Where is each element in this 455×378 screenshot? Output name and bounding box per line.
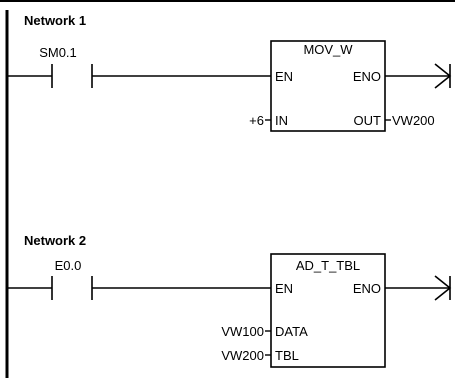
ad-t-tbl-data-value[interactable]: VW100 (221, 324, 264, 339)
mov-w-in-value[interactable]: +6 (249, 113, 264, 128)
ad-t-tbl-box-title: AD_T_TBL (296, 258, 360, 273)
mov-w-box[interactable] (270, 40, 386, 132)
mov-w-box-title: MOV_W (303, 42, 353, 57)
network-1[interactable]: Network 1 SM0.1 MOV_W EN ENO IN OUT +6 V… (7, 13, 452, 132)
network-1-title: Network 1 (24, 13, 86, 28)
network-2-output-terminator (434, 275, 452, 301)
mov-w-out-value[interactable]: VW200 (392, 113, 435, 128)
network-1-output-terminator (434, 63, 452, 89)
network-2[interactable]: Network 2 E0.0 AD_T_TBL EN ENO DATA TBL … (7, 233, 452, 368)
mov-w-en-label: EN (275, 69, 293, 84)
network-2-title: Network 2 (24, 233, 86, 248)
ad-t-tbl-data-label: DATA (275, 324, 308, 339)
contact-sm01-label: SM0.1 (39, 45, 77, 60)
mov-w-in-label: IN (275, 113, 288, 128)
ad-t-tbl-eno-label: ENO (353, 281, 381, 296)
mov-w-out-label: OUT (354, 113, 382, 128)
mov-w-eno-label: ENO (353, 69, 381, 84)
ad-t-tbl-en-label: EN (275, 281, 293, 296)
ad-t-tbl-tbl-label: TBL (275, 348, 299, 363)
ad-t-tbl-box[interactable] (270, 253, 386, 368)
contact-e00-label: E0.0 (55, 258, 82, 273)
ad-t-tbl-tbl-value[interactable]: VW200 (221, 348, 264, 363)
